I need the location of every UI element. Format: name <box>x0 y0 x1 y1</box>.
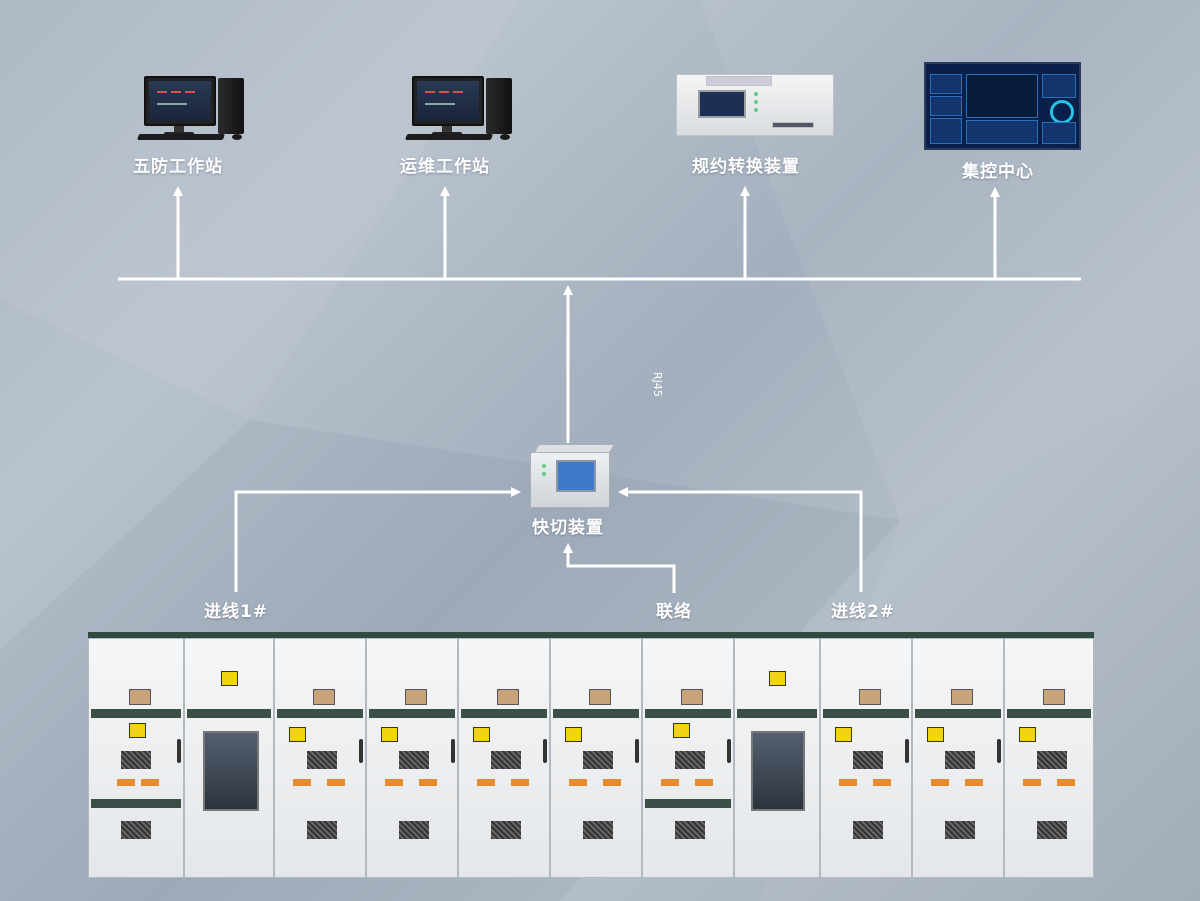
control-center-label: 集控中心 <box>962 162 1034 182</box>
incoming2-to-device-arrow <box>618 487 863 592</box>
cabinet <box>642 638 734 878</box>
cabinet <box>912 638 1004 878</box>
protocol-converter-label: 规约转换装置 <box>692 157 800 177</box>
cabinet <box>1004 638 1094 878</box>
yunwei-workstation-icon <box>398 76 514 140</box>
wufang-workstation-icon <box>130 76 246 140</box>
cabinet <box>184 638 274 878</box>
protocol-converter-icon <box>676 74 834 136</box>
cabinet <box>550 638 642 878</box>
cabinet <box>734 638 820 878</box>
switchgear-icon <box>88 632 1094 878</box>
tie-label: 联络 <box>656 602 692 622</box>
cabinet <box>274 638 366 878</box>
yunwei-workstation-label: 运维工作站 <box>400 157 490 177</box>
incoming1-to-device-arrow <box>234 487 521 592</box>
wufang-workstation-label: 五防工作站 <box>133 157 223 177</box>
cabinet <box>88 638 184 878</box>
cabinet <box>458 638 550 878</box>
rj45-label: RJ45 <box>651 372 664 397</box>
incoming2-label: 进线2# <box>830 602 896 622</box>
fast-switch-device-label: 快切装置 <box>532 518 604 538</box>
incoming1-label: 进线1# <box>203 602 269 622</box>
cabinet <box>820 638 912 878</box>
cabinet <box>366 638 458 878</box>
tie-to-device-arrow <box>563 543 676 593</box>
fast-switch-device-icon <box>528 444 615 510</box>
control-center-screen-icon <box>924 62 1081 150</box>
